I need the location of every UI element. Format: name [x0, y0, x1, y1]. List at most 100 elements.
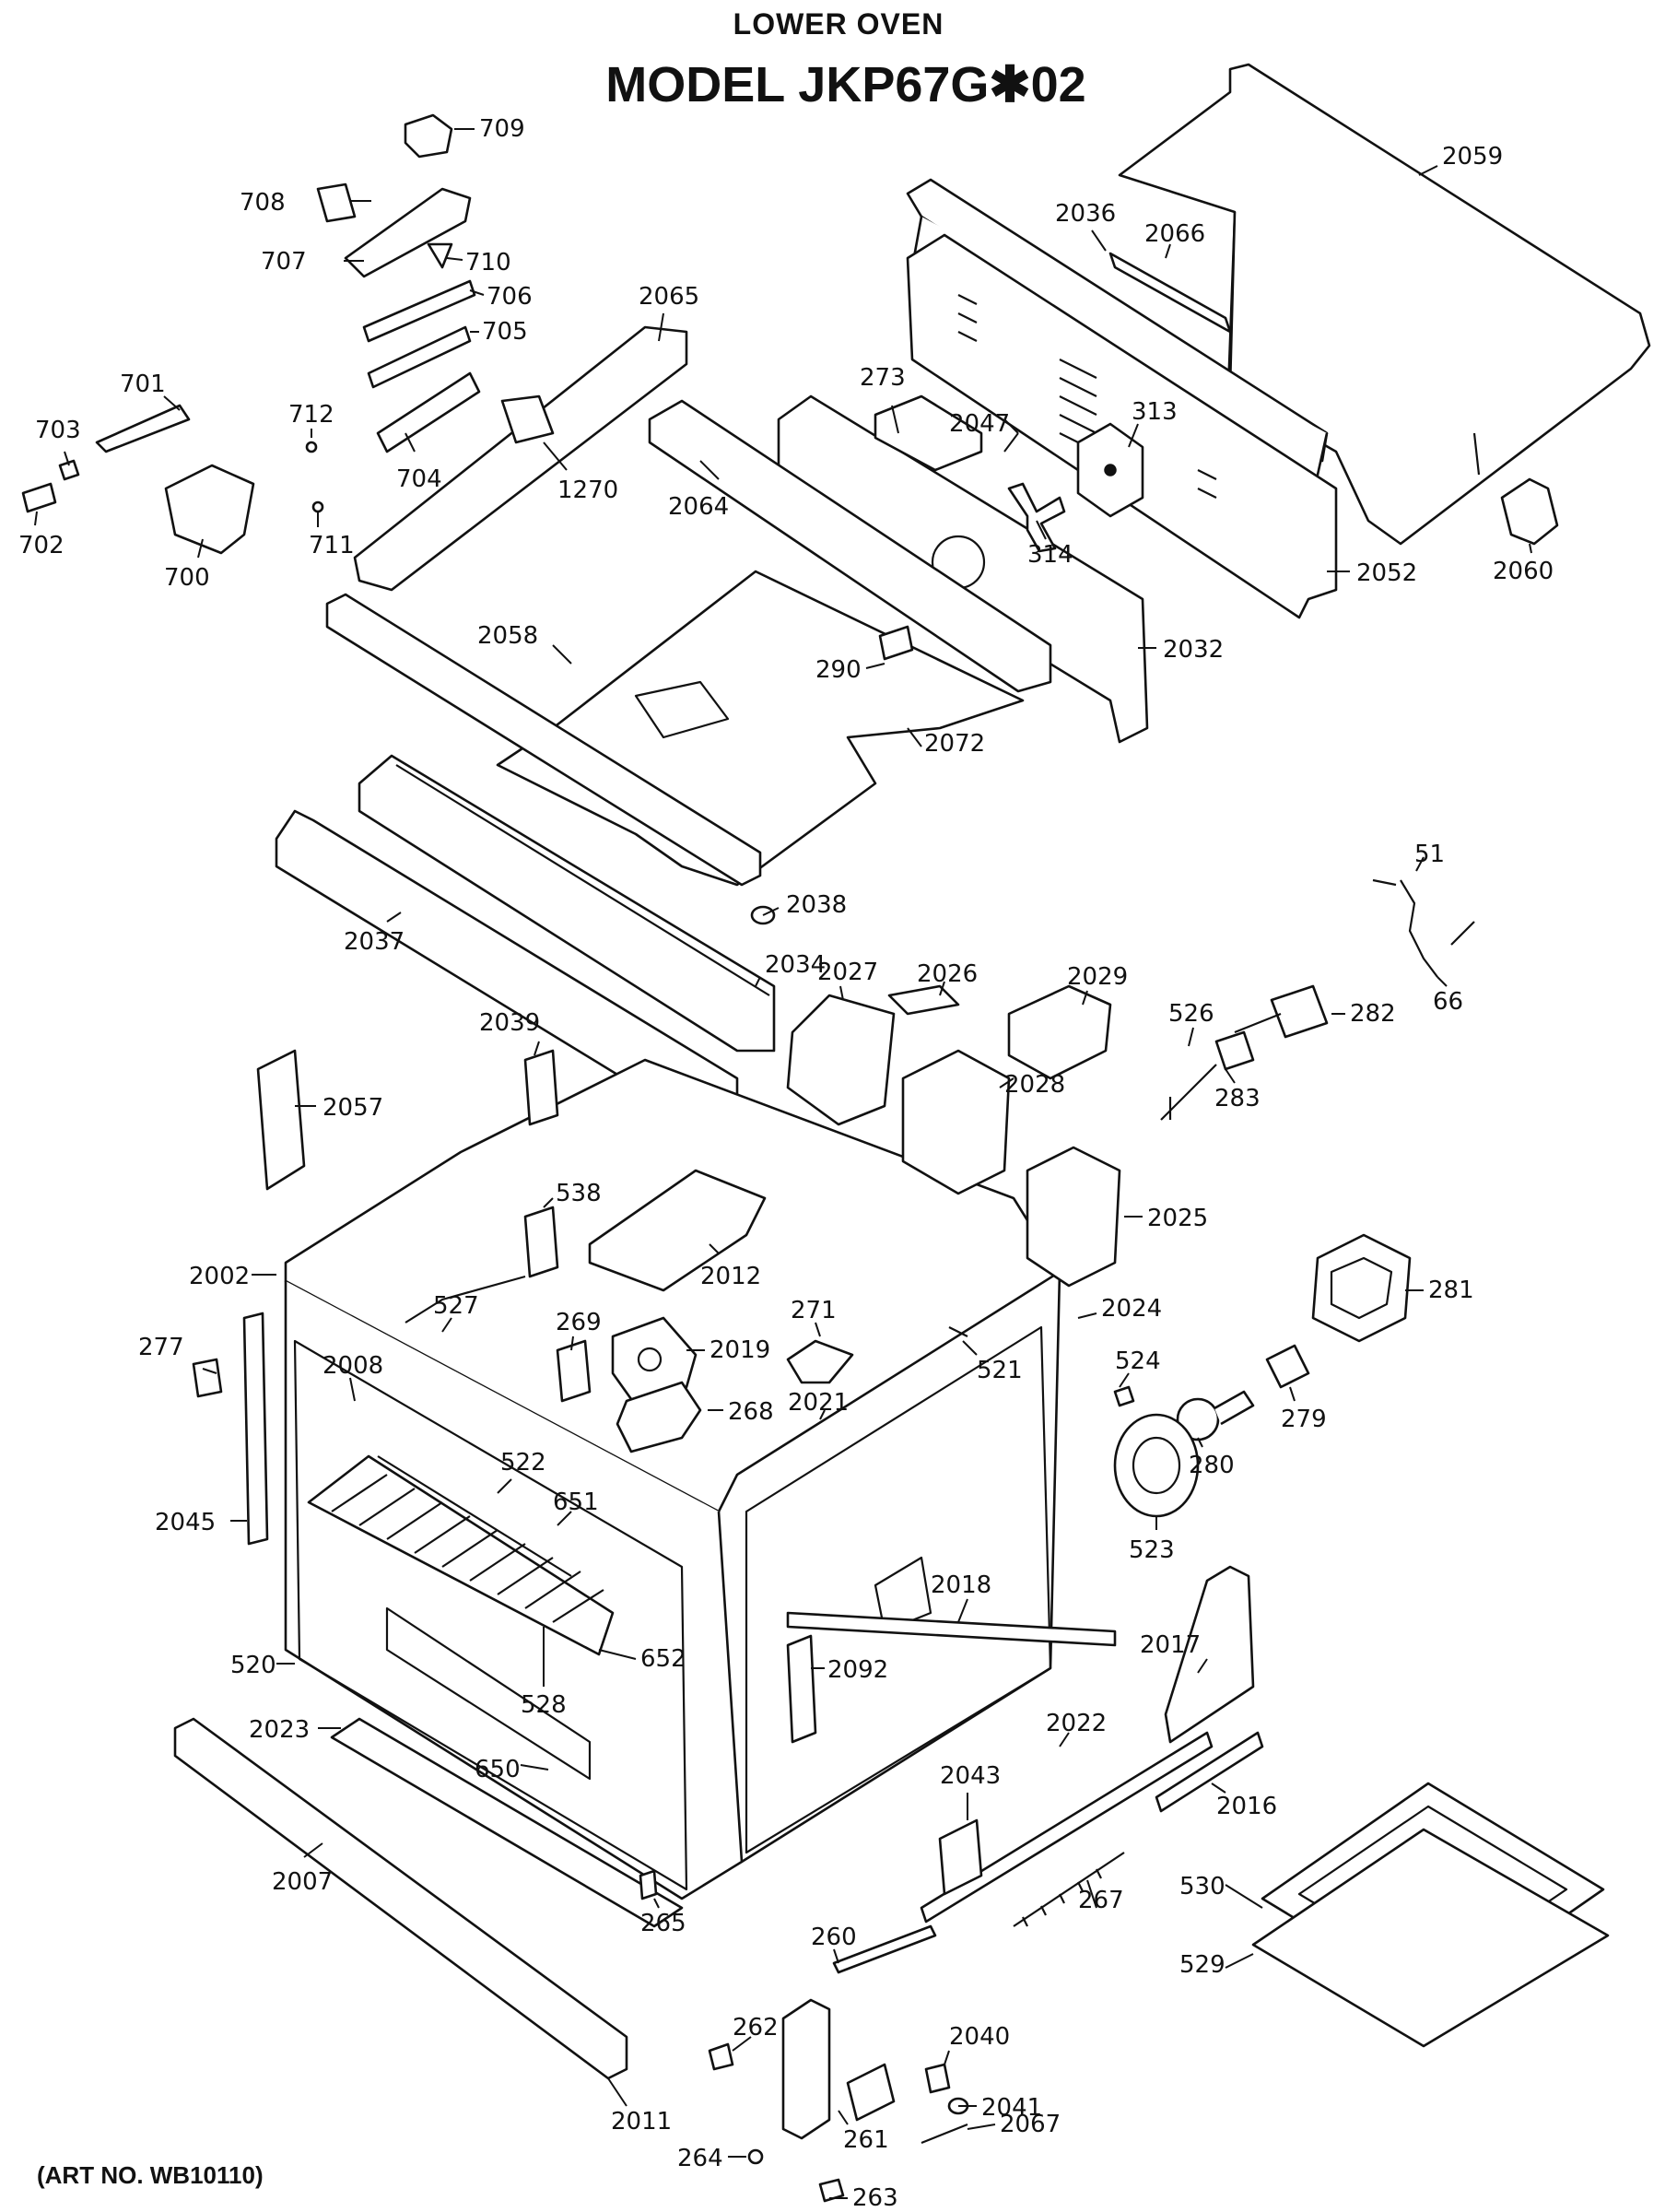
label-273: 273 — [860, 364, 906, 392]
label-701: 701 — [120, 371, 166, 398]
rail-2022 — [920, 1731, 1214, 1924]
label-2028: 2028 — [1004, 1071, 1065, 1099]
screw-264 — [747, 2148, 764, 2165]
bushing-2040 — [924, 2063, 951, 2094]
bracket-2026 — [887, 984, 960, 1016]
label-530: 530 — [1179, 1873, 1226, 1900]
toe-kick-2023 — [330, 1717, 684, 1928]
label-283: 283 — [1214, 1085, 1261, 1112]
label-2043: 2043 — [940, 1762, 1001, 1790]
label-522: 522 — [500, 1449, 546, 1477]
bracket-2057 — [256, 1049, 306, 1191]
valve-268 — [616, 1381, 702, 1453]
rail-2065 — [353, 325, 688, 592]
cover-2029 — [1007, 984, 1112, 1080]
label-261: 261 — [843, 2126, 889, 2154]
bracket-709 — [404, 113, 453, 159]
art-number: (ART NO. WB10110) — [37, 2161, 264, 2189]
bracket-2017 — [1164, 1565, 1255, 1744]
label-260: 260 — [811, 1924, 857, 1951]
label-520: 520 — [230, 1652, 276, 1679]
label-2064: 2064 — [668, 493, 729, 521]
bake-element-650 — [385, 1606, 592, 1781]
hinge-2016 — [1155, 1731, 1264, 1813]
label-271: 271 — [791, 1297, 837, 1324]
label-705: 705 — [482, 318, 528, 346]
label-2057: 2057 — [322, 1094, 383, 1122]
label-2034: 2034 — [765, 951, 826, 979]
rail-2064 — [648, 399, 1052, 693]
label-313: 313 — [1132, 398, 1178, 426]
igniter-282 — [1234, 984, 1329, 1039]
label-538: 538 — [556, 1180, 602, 1207]
label-263: 263 — [852, 2184, 898, 2212]
label-265: 265 — [640, 1910, 686, 1937]
socket-277 — [192, 1358, 223, 1398]
hinge-261 — [781, 1998, 896, 2140]
socket-279 — [1265, 1344, 1310, 1389]
bracket-2066 — [1108, 252, 1232, 334]
label-650: 650 — [475, 1756, 521, 1783]
label-2019: 2019 — [710, 1336, 770, 1364]
burner-526 — [1160, 1064, 1217, 1121]
latch-265 — [639, 1869, 658, 1900]
label-651: 651 — [553, 1488, 599, 1516]
side-trim-2045 — [242, 1312, 269, 1546]
plate-706 — [362, 279, 476, 343]
clip-262 — [708, 2042, 734, 2071]
callout-labels: 709 708 707 710 706 705 704 712 711 701 … — [18, 115, 1554, 2212]
label-2066: 2066 — [1144, 220, 1205, 248]
label-66: 66 — [1433, 988, 1463, 1016]
label-2059: 2059 — [1442, 143, 1503, 171]
brace-2018 — [786, 1611, 1117, 1647]
nut-263 — [818, 2178, 845, 2203]
valve-283 — [1214, 1030, 1255, 1071]
bracket-704 — [376, 371, 481, 453]
oven-liner-2021 — [745, 1325, 1052, 1854]
screw-711 — [311, 500, 324, 513]
sensor-538 — [523, 1206, 559, 1278]
label-262: 262 — [733, 2014, 779, 2041]
switch-269 — [556, 1339, 592, 1403]
label-2026: 2026 — [917, 960, 978, 988]
label-280: 280 — [1189, 1452, 1235, 1479]
label-529: 529 — [1179, 1951, 1226, 1979]
label-710: 710 — [465, 249, 511, 276]
label-704: 704 — [396, 465, 442, 493]
label-2027: 2027 — [817, 959, 878, 986]
hinge-arm-260 — [832, 1924, 937, 1974]
label-2032: 2032 — [1163, 636, 1224, 664]
label-702: 702 — [18, 532, 64, 559]
thermostat-290 — [878, 625, 914, 661]
bracket-707 — [344, 187, 472, 278]
label-282: 282 — [1350, 1000, 1396, 1028]
plate-705 — [367, 325, 472, 389]
label-524: 524 — [1115, 1347, 1161, 1375]
bracket-1270 — [500, 394, 555, 444]
label-528: 528 — [521, 1691, 567, 1719]
label-652: 652 — [640, 1645, 686, 1673]
label-51: 51 — [1414, 841, 1445, 868]
spring-267 — [1013, 1852, 1125, 1927]
label-527: 527 — [433, 1292, 479, 1320]
handle-701 — [95, 404, 191, 453]
switch-708 — [316, 182, 357, 223]
back-panel-2052 — [906, 233, 1338, 619]
label-2023: 2023 — [249, 1716, 310, 1744]
knob-702 — [21, 482, 57, 513]
rail-2058 — [325, 593, 762, 887]
fan-motor-313 — [1076, 422, 1144, 518]
vent-duct-2034 — [358, 754, 776, 1053]
label-521: 521 — [977, 1357, 1023, 1384]
label-281: 281 — [1428, 1277, 1474, 1304]
label-700: 700 — [164, 564, 210, 592]
label-2036: 2036 — [1055, 200, 1116, 228]
label-269: 269 — [556, 1309, 602, 1336]
front-panel-2007 — [173, 1717, 628, 2080]
bracket-2092 — [786, 1634, 817, 1744]
retainer-524 — [1113, 1385, 1135, 1407]
pan-insert-529 — [1251, 1828, 1610, 2048]
housing-281 — [1311, 1233, 1412, 1343]
clip-712 — [305, 441, 318, 453]
diagram-title: MODEL JKP67G✱02 — [605, 57, 1086, 112]
